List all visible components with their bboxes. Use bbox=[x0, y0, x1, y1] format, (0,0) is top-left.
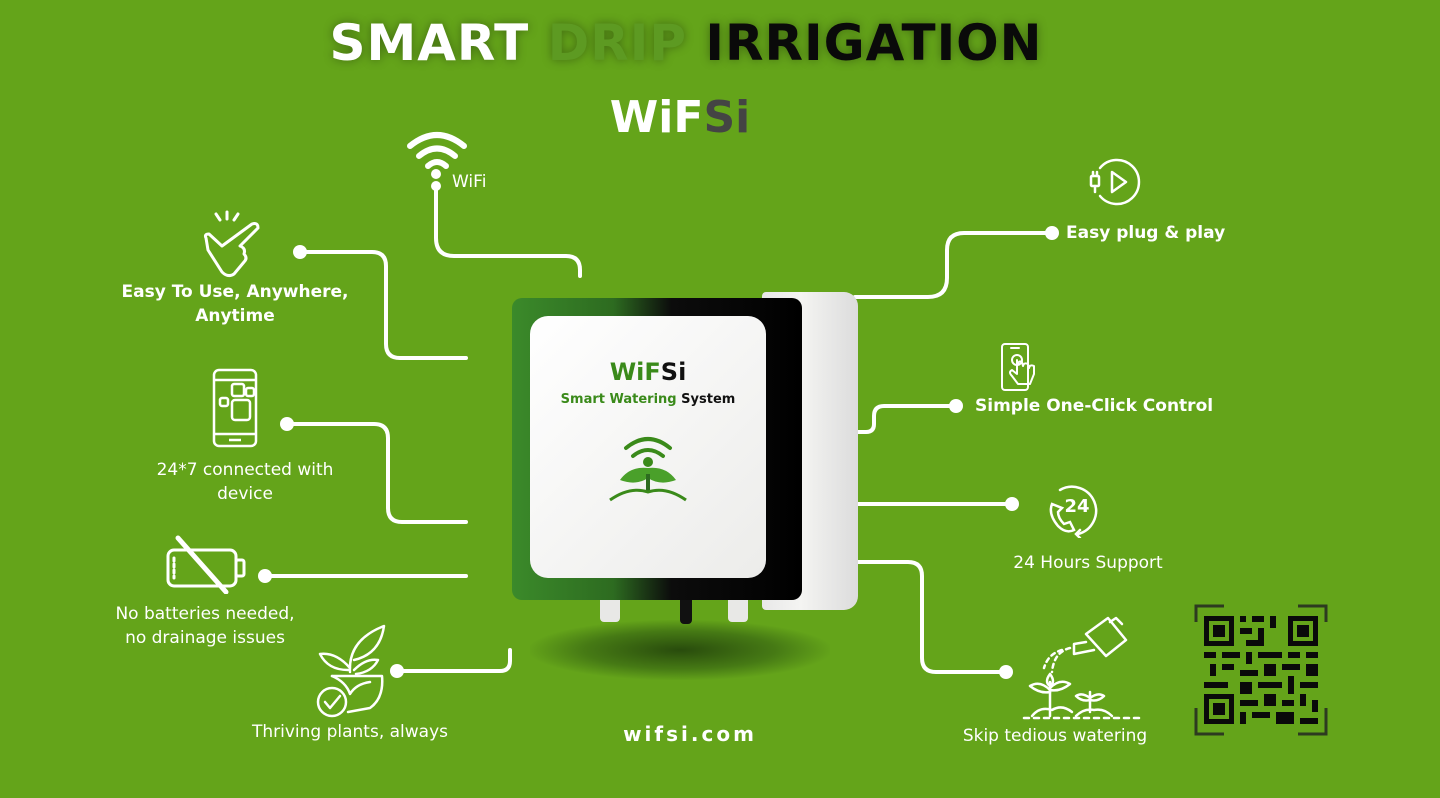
feature-connected-label: 24*7 connected with device bbox=[130, 458, 360, 506]
device-cable bbox=[680, 600, 692, 624]
feature-thriving-label: Thriving plants, always bbox=[251, 722, 449, 742]
device-shadow bbox=[530, 620, 830, 680]
device-port-left bbox=[600, 600, 620, 622]
label-line: device bbox=[217, 484, 273, 504]
label-line: 24*7 connected with bbox=[156, 460, 334, 480]
label-line: No batteries needed, bbox=[115, 604, 295, 624]
no-battery-icon bbox=[166, 535, 246, 594]
title-word-smart: SMART bbox=[329, 14, 530, 72]
phone-touch-icon bbox=[1001, 343, 1035, 391]
watering-can-icon bbox=[1022, 616, 1146, 720]
support-24-icon: 24 bbox=[1049, 485, 1098, 538]
svg-text:24: 24 bbox=[1064, 496, 1089, 517]
brand-part-wif: WiF bbox=[609, 92, 704, 143]
wifi-plant-logo-icon bbox=[609, 437, 687, 502]
device-brand-si: Si bbox=[660, 358, 687, 386]
device-subtitle-green: Smart Watering bbox=[560, 392, 677, 407]
device-brand-wif: WiF bbox=[609, 358, 661, 386]
feature-one-click-label: Simple One-Click Control bbox=[975, 396, 1214, 416]
label-line: Easy To Use, Anywhere, bbox=[121, 282, 349, 302]
label-line: no drainage issues bbox=[125, 628, 285, 648]
page-title: SMART DRIP IRRIGATION bbox=[0, 14, 1372, 72]
feature-plug-play-label: Easy plug & play bbox=[1066, 223, 1226, 243]
feature-skip-watering-label: Skip tedious watering bbox=[962, 726, 1148, 746]
device-subtitle-dark: System bbox=[681, 392, 736, 407]
device-subtitle: Smart Watering System bbox=[530, 392, 766, 407]
brand-logo: WiFSi bbox=[0, 92, 1360, 143]
tap-hand-icon bbox=[203, 210, 260, 278]
feature-easy-use-label: Easy To Use, Anywhere, Anytime bbox=[100, 280, 370, 328]
device-front-panel: WiFSi Smart Watering System bbox=[530, 316, 766, 578]
device-image: WiFSi Smart Watering System bbox=[512, 292, 858, 624]
plug-play-icon bbox=[1089, 158, 1141, 206]
label-line: Anytime bbox=[195, 306, 275, 326]
plant-check-icon bbox=[316, 624, 386, 718]
feature-wifi-label: WiFi bbox=[452, 172, 487, 192]
title-word-irrigation: IRRIGATION bbox=[705, 14, 1043, 72]
wifi-icon bbox=[407, 132, 467, 191]
device-brand: WiFSi bbox=[530, 358, 766, 386]
feature-support-label: 24 Hours Support bbox=[1013, 553, 1163, 573]
feature-no-batteries-label: No batteries needed, no drainage issues bbox=[90, 602, 320, 650]
brand-part-si: Si bbox=[703, 92, 751, 143]
website-url[interactable]: wifsi.com bbox=[623, 722, 757, 746]
title-word-drip: DRIP bbox=[547, 14, 687, 72]
smartphone-apps-icon bbox=[212, 368, 258, 448]
qr-code-icon[interactable] bbox=[1194, 604, 1328, 736]
device-port-right bbox=[728, 600, 748, 622]
